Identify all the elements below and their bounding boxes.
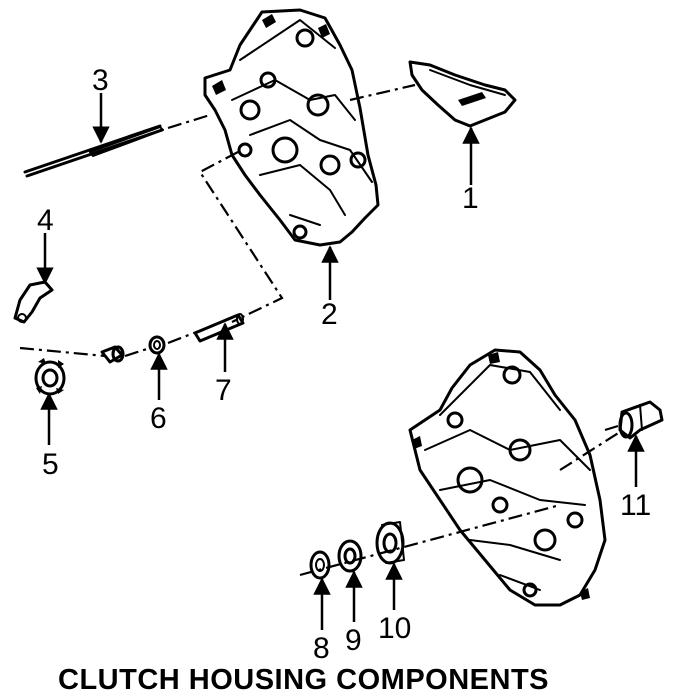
part-1-housing-cover xyxy=(408,60,517,128)
callout-numbers: 1 2 3 4 5 6 7 8 9 10 11 xyxy=(37,64,651,665)
callout-2: 2 xyxy=(321,298,338,331)
callout-4: 4 xyxy=(37,204,54,237)
diagram-caption: CLUTCH HOUSING COMPONENTS xyxy=(58,664,549,696)
callout-7: 7 xyxy=(215,374,232,407)
part-8-seal xyxy=(309,550,331,580)
callout-1: 1 xyxy=(462,182,479,215)
callout-5: 5 xyxy=(42,448,59,481)
callout-9: 9 xyxy=(345,624,362,657)
part-6-washer xyxy=(148,335,166,355)
clutch-housing-lower xyxy=(408,348,607,607)
part-11-fitting xyxy=(618,400,664,440)
alignment-lines xyxy=(19,83,621,577)
callout-10: 10 xyxy=(378,612,411,645)
callout-11: 11 xyxy=(620,489,651,522)
part-5-gear xyxy=(34,358,66,396)
part-10-bearing-housing xyxy=(375,521,405,565)
callout-6: 6 xyxy=(150,402,167,435)
part-9-bearing xyxy=(337,539,363,573)
part-3-shift-rod xyxy=(23,124,164,178)
part-2-clutch-housing-upper xyxy=(203,8,380,247)
part-4-release-lever xyxy=(13,280,54,324)
part-7-pivot-pin xyxy=(193,313,245,343)
bushing xyxy=(100,345,125,364)
callout-3: 3 xyxy=(92,64,109,97)
callout-8: 8 xyxy=(313,632,330,665)
leader-lines xyxy=(36,93,645,630)
